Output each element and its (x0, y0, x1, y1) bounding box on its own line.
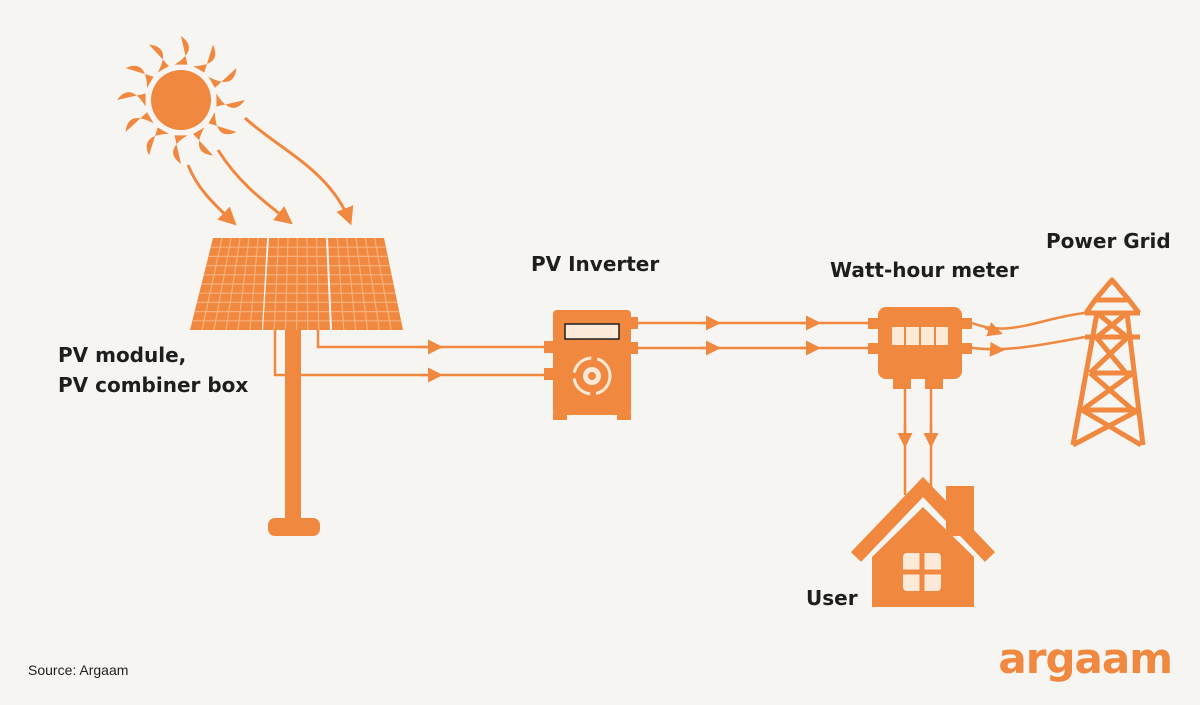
sun-ray (125, 65, 154, 88)
sun-ray (193, 127, 213, 156)
pv-inverter-label: PV Inverter (531, 252, 660, 276)
sun-icon (117, 36, 245, 164)
sunlight-arrows (186, 116, 354, 226)
sun-ray (174, 36, 189, 65)
argaam-logo: argaam (998, 634, 1173, 683)
meter-icon (868, 307, 972, 389)
sun-ray (208, 112, 237, 135)
sun-ray (216, 93, 245, 108)
sun-ray (146, 127, 169, 156)
panel-to-inverter-lines (273, 330, 550, 383)
sun-ray (173, 135, 188, 164)
source-caption: Source: Argaam (28, 662, 129, 678)
house-icon (850, 476, 996, 607)
pv-module-label-line2: PV combiner box (58, 373, 249, 397)
inverter-icon (544, 310, 638, 420)
watt-hour-meter-label: Watt-hour meter (830, 258, 1019, 282)
meter-to-house-lines (897, 389, 939, 495)
gear-icon (572, 356, 612, 396)
pv-module-label-line1: PV module, (58, 343, 187, 367)
sun-ray (149, 44, 169, 73)
pv-module-label: PV module, PV combiner box (58, 340, 248, 400)
sun-ray (125, 112, 154, 132)
sun-ray (193, 44, 216, 73)
power-tower-icon (1070, 277, 1146, 448)
sun-ray (117, 92, 146, 107)
power-grid-label: Power Grid (1046, 229, 1171, 253)
inverter-to-meter-lines (637, 315, 870, 356)
sun-ray (208, 68, 237, 88)
meter-to-grid-lines (971, 311, 1086, 357)
user-label: User (806, 586, 858, 610)
